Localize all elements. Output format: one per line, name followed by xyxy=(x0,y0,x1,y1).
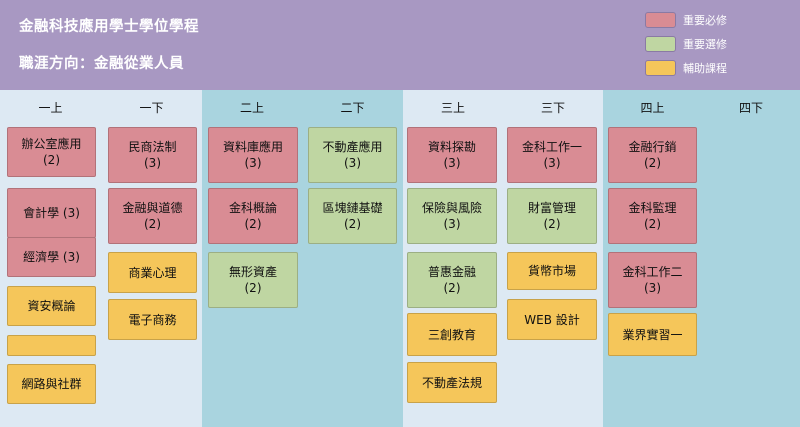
course-name: 財富管理 xyxy=(527,201,576,215)
course-name: 資料庫應用 xyxy=(222,140,283,154)
course-card[interactable]: 金科監理 (2) xyxy=(608,188,697,244)
legend-swatch-required xyxy=(645,12,676,28)
course-card[interactable]: WEB 設計 xyxy=(507,299,597,340)
course-name: 區塊鏈基礎 xyxy=(322,201,383,215)
course-card[interactable]: 資料探勘 (3) xyxy=(407,127,497,183)
course-card[interactable] xyxy=(7,335,96,356)
course-credits: (3) xyxy=(644,281,661,295)
course-card[interactable]: 財富管理 (2) xyxy=(507,188,597,244)
course-credits: (2) xyxy=(644,156,661,170)
semester-label: 三上 xyxy=(440,101,465,115)
course-name: 三創教育 xyxy=(427,327,476,342)
semester-label: 二上 xyxy=(239,101,264,115)
course-name: 金融與道德 xyxy=(122,201,183,215)
course-name: 資料探勘 xyxy=(427,140,476,154)
course-card[interactable]: 辦公室應用 (2) xyxy=(7,127,96,177)
course-name: 民商法制 xyxy=(128,140,177,154)
legend-label-required: 重要必修 xyxy=(683,14,727,27)
course-card[interactable]: 網路與社群 xyxy=(7,364,96,404)
course-credits: (3) xyxy=(443,217,461,231)
course-name: 業界實習一 xyxy=(622,327,683,342)
course-card[interactable]: 三創教育 xyxy=(407,313,497,356)
course-credits: (2) xyxy=(43,153,60,167)
semester-column-3a: 三上資料探勘 (3) 保險與風險 (3) 普惠金融 (2) 三創教育不動產法規 xyxy=(403,90,503,427)
course-card[interactable]: 金融行銷 (2) xyxy=(608,127,697,183)
course-card[interactable]: 金融與道德 (2) xyxy=(108,188,197,244)
course-card[interactable]: 民商法制 (3) xyxy=(108,127,197,183)
legend-label-auxiliary: 輔助課程 xyxy=(683,62,727,75)
course-credits: (2) xyxy=(543,217,561,231)
course-name: 金科監理 xyxy=(628,201,677,215)
course-credits: (3) xyxy=(344,156,361,170)
course-card[interactable]: 業界實習一 xyxy=(608,313,697,356)
course-name: WEB 設計 xyxy=(524,312,580,327)
semester-label: 一下 xyxy=(139,101,164,115)
semester-column-1a: 一上辦公室應用 (2) 會計學 (3) 經濟學 (3) 資安概論網路與社群 xyxy=(0,90,101,427)
course-credits: (2) xyxy=(144,217,161,231)
program-title: 金融科技應用學士學位學程 xyxy=(19,19,199,35)
course-card[interactable]: 商業心理 xyxy=(108,252,197,293)
course-credits: (2) xyxy=(244,217,262,231)
course-name: 不動產法規 xyxy=(421,375,482,390)
course-credits: (3) xyxy=(144,156,161,170)
course-card[interactable]: 區塊鏈基礎 (2) xyxy=(308,188,397,244)
semester-column-1b: 一下民商法制 (3) 金融與道德 (2) 商業心理電子商務 xyxy=(101,90,202,427)
course-name: 網路與社群 xyxy=(21,377,82,391)
course-name: 金融行銷 xyxy=(628,140,677,154)
course-name: 不動產應用 xyxy=(322,140,383,154)
course-card[interactable]: 資料庫應用 (3) xyxy=(208,127,298,183)
course-credits: (2) xyxy=(344,217,361,231)
course-card[interactable]: 經濟學 (3) xyxy=(7,237,96,277)
course-credits: (2) xyxy=(244,281,262,295)
course-card[interactable]: 會計學 (3) xyxy=(7,188,96,238)
course-credits: (3) xyxy=(244,156,262,170)
course-name: 商業心理 xyxy=(128,265,177,280)
course-name: 保險與風險 xyxy=(421,201,482,215)
course-name: 金科工作一 xyxy=(521,140,582,154)
course-name: 經濟學 (3) xyxy=(23,250,80,264)
course-name: 貨幣市場 xyxy=(527,264,576,278)
header-banner: 金融科技應用學士學位學程 職涯方向：金融從業人員 重要必修 重要選修 輔助課程 xyxy=(0,0,800,90)
course-card[interactable]: 金科概論 (2) xyxy=(208,188,298,244)
semester-label: 一上 xyxy=(38,101,63,115)
legend-swatch-auxiliary xyxy=(645,60,676,76)
course-card[interactable]: 資安概論 xyxy=(7,286,96,326)
course-name: 普惠金融 xyxy=(427,265,476,279)
course-credits: (2) xyxy=(644,217,661,231)
course-card[interactable]: 不動產法規 xyxy=(407,362,497,403)
course-name: 無形資產 xyxy=(228,265,277,279)
course-name: 金科概論 xyxy=(228,201,277,215)
course-name: 金科工作二 xyxy=(622,265,683,279)
course-card[interactable]: 無形資產 (2) xyxy=(208,252,298,308)
course-card[interactable]: 貨幣市場 xyxy=(507,252,597,290)
career-direction: 職涯方向：金融從業人員 xyxy=(19,56,184,72)
semester-column-4a: 四上金融行銷 (2) 金科監理 (2) 金科工作二 (3) 業界實習一 xyxy=(603,90,702,427)
course-card[interactable]: 不動產應用 (3) xyxy=(308,127,397,183)
semester-label: 三下 xyxy=(540,101,565,115)
course-card[interactable]: 保險與風險 (3) xyxy=(407,188,497,244)
course-name: 會計學 (3) xyxy=(23,206,80,220)
course-name: 辦公室應用 xyxy=(21,137,82,151)
course-credits: (3) xyxy=(443,156,461,170)
semester-column-2a: 二上資料庫應用 (3) 金科概論 (2) 無形資產 (2) xyxy=(202,90,302,427)
semester-column-2b: 二下不動產應用 (3) 區塊鏈基礎 (2) xyxy=(302,90,403,427)
legend-label-elective: 重要選修 xyxy=(683,38,727,51)
course-card[interactable]: 普惠金融 (2) xyxy=(407,252,497,308)
semester-column-4b: 四下 xyxy=(702,90,800,427)
course-credits: (3) xyxy=(543,156,561,170)
course-name: 電子商務 xyxy=(128,312,177,327)
semester-column-3b: 三下金科工作一 (3) 財富管理 (2) 貨幣市場 WEB 設計 xyxy=(503,90,603,427)
course-name: 資安概論 xyxy=(27,299,76,313)
semester-label: 四下 xyxy=(738,101,763,115)
semester-label: 二下 xyxy=(340,101,365,115)
semester-label: 四上 xyxy=(640,101,665,115)
course-credits: (2) xyxy=(443,281,461,295)
course-card[interactable]: 金科工作二 (3) xyxy=(608,252,697,308)
course-card[interactable]: 電子商務 xyxy=(108,299,197,340)
course-card[interactable]: 金科工作一 (3) xyxy=(507,127,597,183)
legend-swatch-elective xyxy=(645,36,676,52)
